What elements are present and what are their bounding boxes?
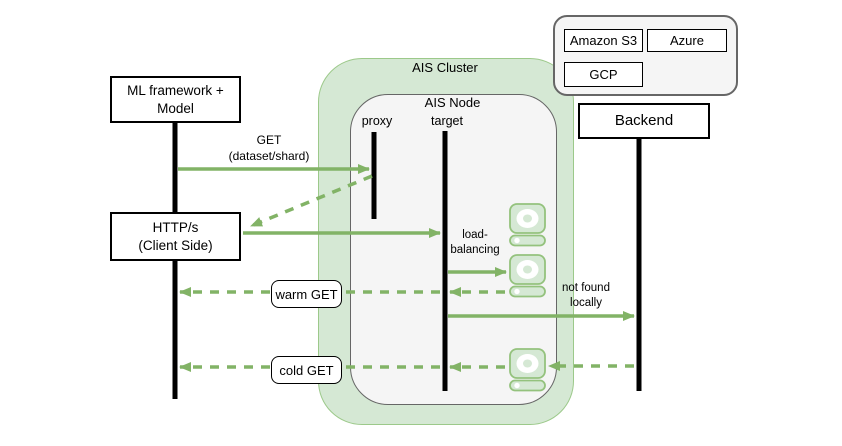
not-found-locally-label: not found locally <box>562 282 610 309</box>
ais-cluster-title: AIS Cluster <box>412 60 478 75</box>
provider-gcp: GCP <box>564 62 643 87</box>
load-balancing-label: load- balancing <box>450 229 500 256</box>
backend-box: Backend <box>578 103 710 139</box>
proxy-lifeline-label: proxy <box>361 114 393 128</box>
disk-icon <box>509 348 546 392</box>
provider-azure: Azure <box>647 29 727 52</box>
proxy-redirect-arrow <box>250 174 373 228</box>
disk-icon <box>509 203 546 247</box>
get-request-label: GET (dataset/shard) <box>228 133 310 163</box>
warm-get-chip: warm GET <box>271 280 342 308</box>
lifelines <box>172 117 642 399</box>
disk-icons <box>509 203 546 392</box>
target-lifeline-label: target <box>431 114 463 128</box>
ais-node-title: AIS Node <box>424 95 481 110</box>
message-arrows <box>178 164 635 372</box>
cloud-providers-panel: Amazon S3 Azure GCP <box>553 15 738 96</box>
http-client-box: HTTP/s (Client Side) <box>110 212 241 261</box>
ml-framework-box: ML framework + Model <box>110 76 241 123</box>
cold-get-chip: cold GET <box>271 356 342 384</box>
provider-amazon-s3: Amazon S3 <box>564 29 643 52</box>
disk-icon <box>509 254 546 298</box>
